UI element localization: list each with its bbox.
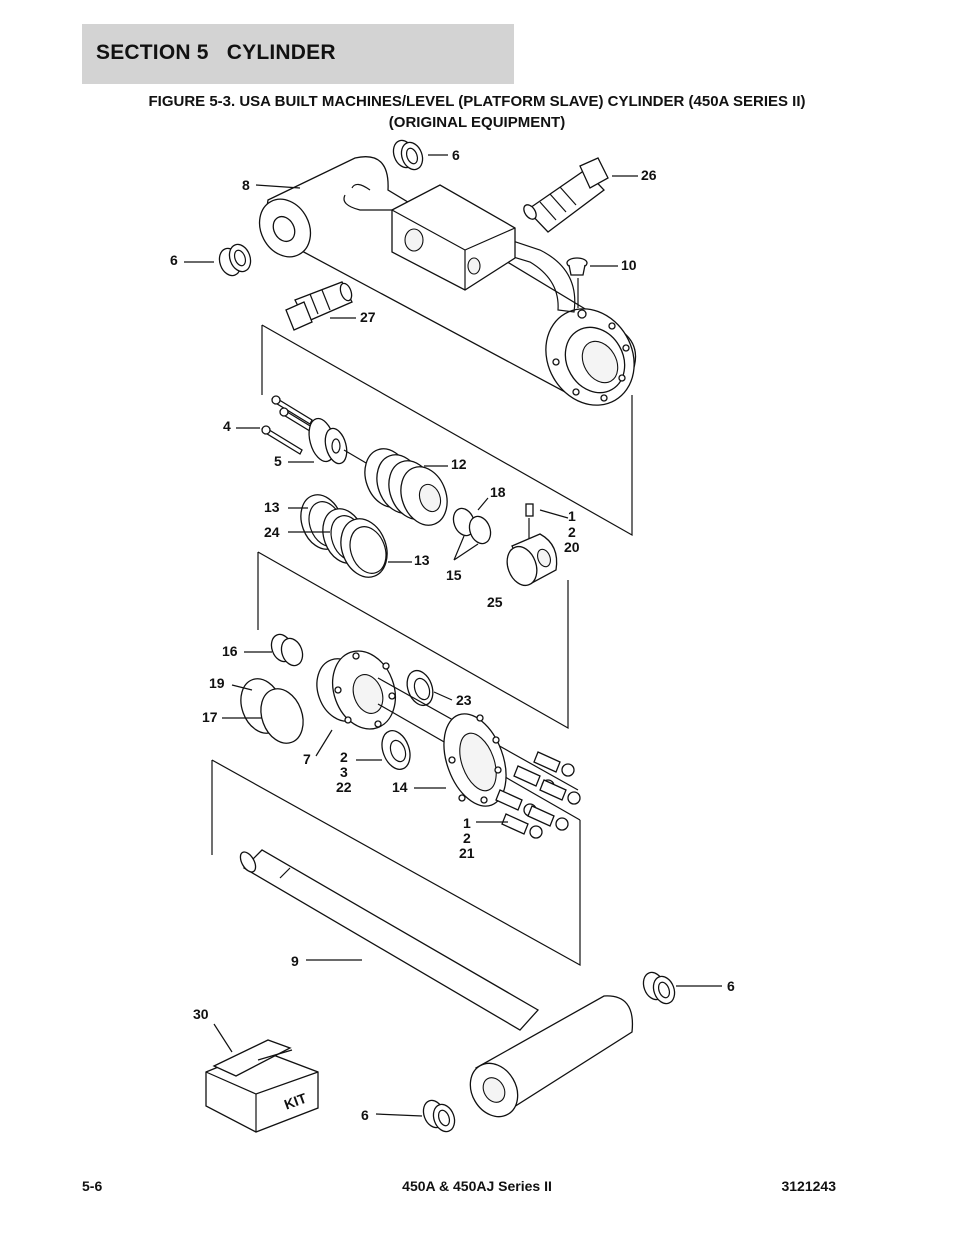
callout-16: 16 [222,643,238,659]
bushing-right [642,971,676,1005]
callout-17: 17 [202,709,218,725]
callout-12: 12 [451,456,467,472]
bushing-top [392,139,424,171]
wiper-16 [270,633,304,667]
figure-title-line-2: (ORIGINAL EQUIPMENT) [388,114,566,131]
plug-10 [566,257,588,308]
callout-4: 4 [223,418,231,434]
callout-3: 3 [340,764,348,780]
callout-24: 24 [264,524,280,540]
o-rings-15 [452,507,492,545]
retaining-plate-14 [443,713,507,807]
callout-6-top: 6 [452,147,460,163]
spacer-5 [308,417,379,471]
cylinder-barrel [258,156,637,406]
figure-title-line-1: FIGURE 5-3. USA BUILT MACHINES/LEVEL (PL… [148,93,806,110]
callout-20: 20 [564,539,580,555]
cylinder-rod-9 [239,849,540,1031]
callout-15: 15 [446,567,462,583]
callout-23: 23 [456,692,472,708]
callout-5: 5 [274,453,282,469]
callout-30: 30 [193,1006,209,1022]
cylinder-head-7 [316,650,396,730]
cartridge-valve-27 [285,281,353,331]
seal-23 [406,669,434,707]
bolts-4 [261,395,321,455]
leader-lines [184,154,722,1117]
callout-6-left: 6 [170,252,178,268]
footer-model: 450A & 450AJ Series II [402,1178,552,1194]
callout-1-upper: 1 [568,508,576,524]
piston-12 [364,448,448,526]
callout-2-upper: 2 [568,524,576,540]
setscrew-18 [525,503,534,540]
callout-10: 10 [621,257,637,273]
callout-21: 21 [459,845,475,861]
bushing-bottom [422,1099,456,1133]
callout-6-right: 6 [727,978,735,994]
callout-9: 9 [291,953,299,969]
callout-26: 26 [641,167,657,183]
footer-doc-number: 3121243 [781,1178,836,1194]
section-header: SECTION 5 CYLINDER [82,24,514,84]
wear-ring-13-lower [340,518,388,578]
section-title: SECTION 5 CYLINDER [96,41,336,64]
alignment-frame-middle [257,551,569,730]
callout-25: 25 [487,594,503,610]
callout-13-lower: 13 [414,552,430,568]
callout-2-lower: 2 [340,749,348,765]
o-ring-17 [260,688,304,744]
callout-18: 18 [490,484,506,500]
callout-8: 8 [242,177,250,193]
capscrews-21 [495,751,581,839]
alignment-frame-lower [211,759,581,967]
callout-2-lowest: 2 [463,830,471,846]
callout-19: 19 [209,675,225,691]
callout-13-upper: 13 [264,499,280,515]
seal-22 [381,730,411,770]
callout-22: 22 [336,779,352,795]
spacer-25 [506,533,558,587]
footer-page-number: 5-6 [82,1178,103,1194]
callout-7: 7 [303,751,311,767]
callout-1-lower: 1 [463,815,471,831]
bushing-left [218,243,252,277]
callout-14: 14 [392,779,408,795]
kit-box: KIT [205,1039,319,1133]
rod-end [469,995,634,1118]
cartridge-valve-26 [523,157,609,233]
kit-label: KIT [282,1090,309,1113]
callout-27: 27 [360,309,376,325]
figure-title: FIGURE 5-3. USA BUILT MACHINES/LEVEL (PL… [60,91,894,133]
callout-6-bottom: 6 [361,1107,369,1123]
alignment-frame-upper [261,324,633,537]
